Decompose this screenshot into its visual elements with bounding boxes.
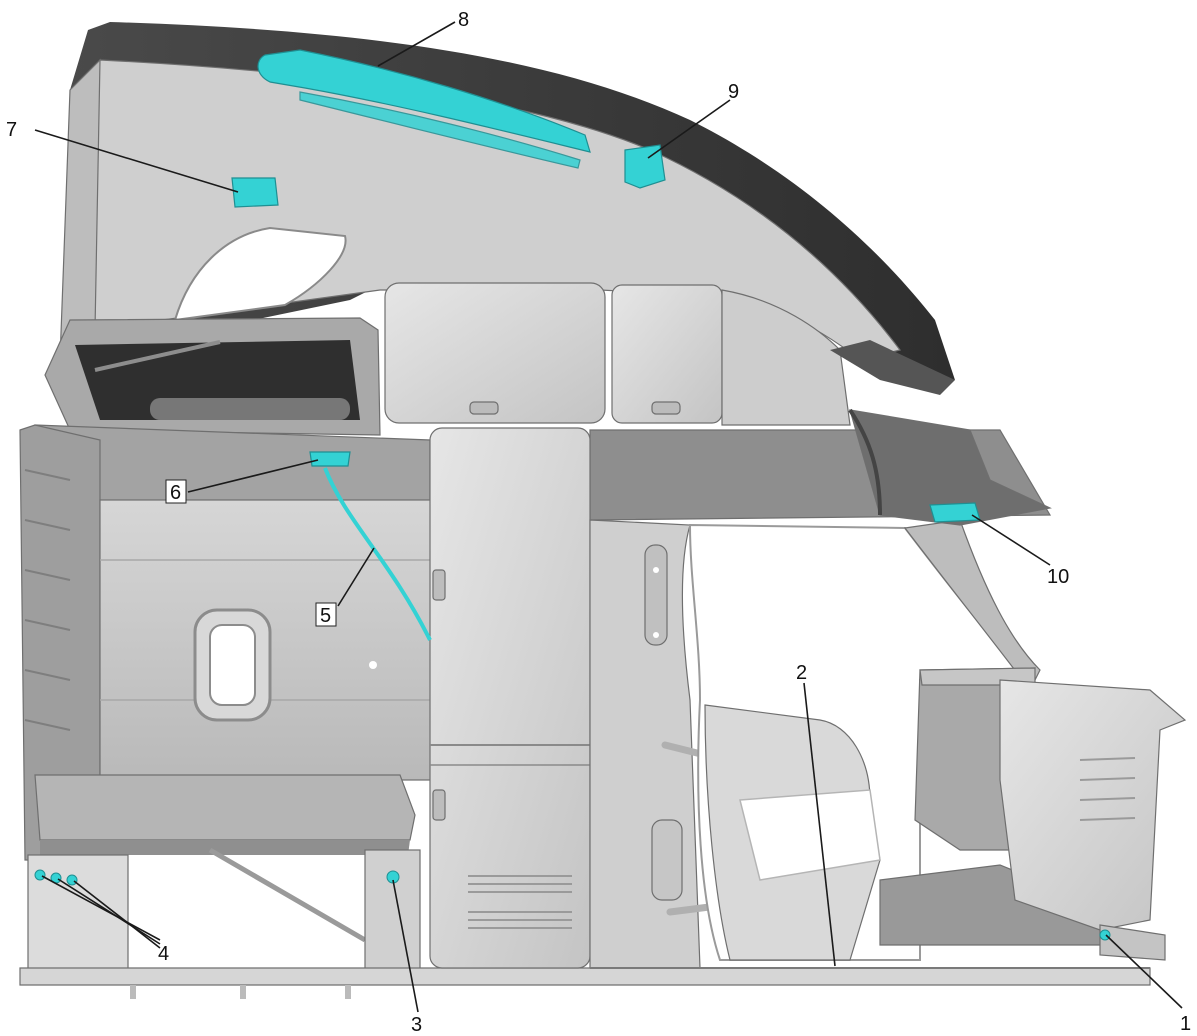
leader-8 (377, 21, 456, 67)
part-7-rear-wall-light (231, 177, 279, 208)
callout-1: 1 (1180, 1013, 1191, 1035)
part-8-roof-duct (257, 49, 591, 153)
leader-5 (337, 547, 375, 607)
leader-lines (34, 21, 1183, 1013)
part-6-shelf-switch (309, 451, 351, 467)
part-8-roof-duct-lower (299, 91, 581, 169)
leader-10 (971, 514, 1051, 566)
callout-9: 9 (728, 81, 739, 103)
leader-7 (34, 129, 239, 193)
leader-4a (41, 875, 161, 941)
dashboard (999, 679, 1187, 961)
callout-6-box (165, 479, 187, 504)
callout-5-box (315, 602, 337, 627)
sleeper-back-wall (19, 424, 436, 861)
callout-10: 10 (1047, 566, 1069, 588)
callout-2: 2 (796, 662, 807, 684)
leader-3 (392, 879, 419, 1013)
part-5-cable (323, 467, 432, 641)
leader-6 (187, 459, 319, 493)
callout-5: 5 (320, 605, 331, 627)
callout-8: 8 (458, 9, 469, 31)
overhead-storage (384, 282, 851, 426)
lower-bunk (34, 774, 416, 855)
part-10-console-unit (929, 502, 981, 523)
part-9-roof-vent (624, 144, 666, 189)
rear-wall-window (173, 226, 347, 322)
highlighted-parts (34, 49, 1111, 941)
part-4-connector-c (66, 874, 78, 886)
leader-2 (803, 682, 836, 967)
callout-7: 7 (6, 119, 17, 141)
part-4-connector-a (34, 869, 46, 881)
callout-6: 6 (170, 482, 181, 504)
leader-4b (57, 878, 161, 945)
leader-9 (647, 99, 731, 159)
callout-3: 3 (411, 1014, 422, 1036)
tall-cabinet (429, 427, 591, 969)
overhead-console (830, 340, 1052, 526)
upper-bunk-tray (44, 317, 381, 436)
leader-1 (1105, 934, 1183, 1009)
callout-labels: 8 9 7 6 5 10 2 1 3 4 (6, 9, 1191, 1036)
leader-4c (73, 880, 161, 949)
callout-4: 4 (158, 943, 169, 965)
